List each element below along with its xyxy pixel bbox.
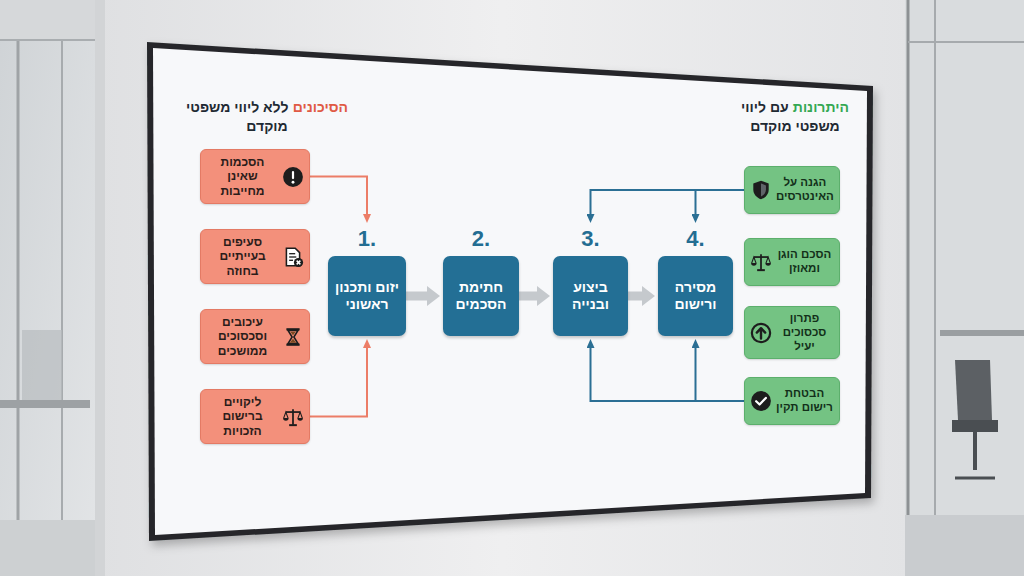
step-number: 3.: [581, 226, 599, 252]
process-box: יזום ותכנון ראשוני: [328, 256, 406, 336]
benefit-icon: [750, 390, 772, 412]
risk-icon: [282, 166, 304, 188]
benefit-box: הסכם הוגן ומאוזן: [744, 238, 840, 286]
box-text: עיכובים וסכסוכים ממושכים: [207, 315, 278, 358]
process-step: 4. מסירה ורישום: [658, 226, 733, 336]
process-step: 1. יזום ותכנון ראשוני: [328, 226, 406, 336]
risk-box: עיכובים וסכסוכים ממושכים: [200, 309, 310, 364]
process-box: מסירה ורישום: [658, 256, 733, 336]
step-text: יזום ותכנון ראשוני: [333, 279, 401, 314]
step-number: 2.: [472, 226, 490, 252]
benefit-icon: [750, 322, 772, 344]
box-text-group: הסכמות שאינן מחייבות: [207, 155, 278, 198]
risk-icon: [282, 246, 304, 268]
risk-icon: [282, 326, 304, 348]
box-text-group: הבטחת רישום תקין: [776, 387, 833, 415]
benefit-box: הגנה על האינטרסים: [744, 166, 840, 214]
connector-arrow: [310, 348, 367, 417]
process-step: 3. ביצוע ובנייה: [553, 226, 628, 336]
benefit-box: הבטחת רישום תקין: [744, 377, 840, 425]
connector-arrow: [591, 190, 745, 214]
step-number: 4.: [686, 226, 704, 252]
box-text: הגנה על האינטרסים: [776, 176, 834, 204]
section-heading: הסיכונים ללא ליווי משפטי מוקדם: [182, 98, 352, 136]
heading-text: היתרונות: [793, 99, 849, 115]
step-text: מסירה ורישום: [663, 279, 728, 314]
box-text: הבטחת רישום תקין: [776, 387, 833, 415]
risk-box: ליקויים ברישום הזכויות: [200, 389, 310, 444]
benefit-icon: [750, 251, 772, 273]
process-step: 2. חתימת הסכמים: [443, 226, 519, 336]
connector-arrow: [591, 348, 745, 401]
benefit-icon: [750, 179, 772, 201]
connector-arrow: [696, 348, 745, 401]
heading-text: ללא ליווי משפטי מוקדם: [186, 99, 288, 134]
box-text: פתרון סכסוכים יעיל: [776, 312, 833, 353]
benefit-box: פתרון סכסוכים יעיל: [744, 306, 840, 359]
box-text-group: סעיפים בעייתיים בחוזה: [207, 235, 278, 278]
step-number: 1.: [358, 226, 376, 252]
box-text: הסכם הוגן ומאוזן: [776, 248, 833, 276]
box-text-group: הסכם הוגן ומאוזן: [776, 248, 833, 276]
box-text: ליקויים ברישום הזכויות: [207, 395, 278, 438]
box-text-group: ליקויים ברישום הזכויות: [207, 395, 278, 438]
process-box: חתימת הסכמים: [443, 256, 519, 336]
section-heading: היתרונותעם ליווי משפטי מוקדם: [722, 98, 868, 136]
connector-arrow: [696, 190, 745, 214]
step-text: חתימת הסכמים: [448, 279, 514, 314]
step-text: ביצוע ובנייה: [558, 279, 623, 314]
box-text: סעיפים בעייתיים בחוזה: [207, 235, 278, 278]
risk-box: הסכמות שאינן מחייבות: [200, 149, 310, 204]
risk-icon: [282, 406, 304, 428]
connector-arrow: [406, 292, 427, 301]
connector-arrow: [310, 177, 367, 214]
heading-text: הסיכונים: [293, 99, 348, 115]
risk-box: סעיפים בעייתיים בחוזה: [200, 229, 310, 284]
box-text-group: עיכובים וסכסוכים ממושכים: [207, 315, 278, 358]
box-text-group: פתרון סכסוכים יעיל: [776, 312, 833, 353]
process-box: ביצוע ובנייה: [553, 256, 628, 336]
connector-arrow: [628, 292, 642, 301]
box-text: הסכמות שאינן מחייבות: [207, 155, 278, 198]
connector-arrow: [519, 292, 537, 301]
box-text-group: הגנה על האינטרסים: [776, 176, 834, 204]
